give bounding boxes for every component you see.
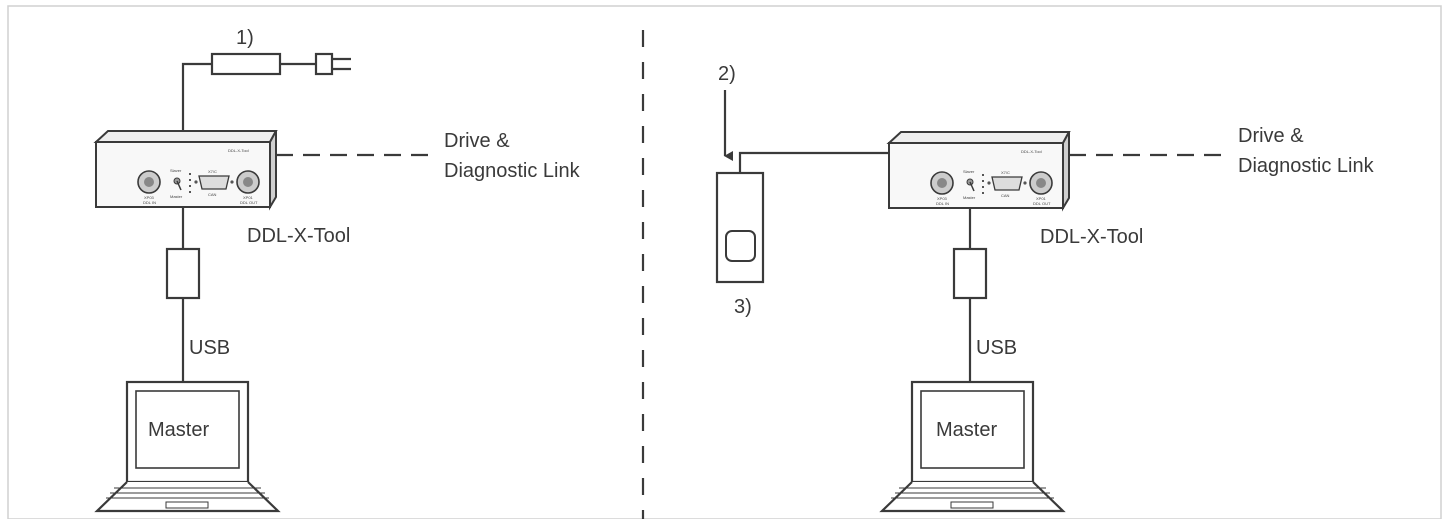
port-out-label1: XP01 — [243, 195, 254, 200]
usb-cable-right — [952, 208, 988, 382]
label-device: DDL-X-Tool — [247, 225, 350, 247]
connector-bottom-label-right: CAN — [1001, 193, 1010, 198]
led-indicators — [982, 174, 984, 194]
device-brand-text-right: DDL-X-Tool — [1021, 149, 1042, 154]
dongle-cable — [738, 151, 890, 173]
right-setup: 2) 3) DDL-X-Tool XP03 DDL IN Slaver — [715, 63, 1375, 513]
mode-switch-icon — [173, 177, 182, 191]
port-out-label1-right: XP01 — [1036, 196, 1047, 201]
ddl-x-tool-device-right: DDL-X-Tool XP03 DDL IN Slaver Master — [886, 131, 1071, 212]
label-device-right: DDL-X-Tool — [1040, 226, 1143, 248]
label-master: Master — [148, 419, 209, 441]
usb-adapter-right — [952, 247, 988, 300]
usb-cable — [165, 207, 201, 382]
laptop-screen — [135, 390, 240, 469]
label-power-supply: 1) — [236, 27, 254, 49]
laptop-icon — [94, 380, 281, 513]
port-ddl-out-icon — [1029, 171, 1053, 195]
usb-adapter — [165, 247, 201, 300]
sub-d-connector-icon — [194, 175, 234, 190]
switch-bottom-label-right: Master — [963, 195, 976, 200]
ddl-x-tool-device: DDL-X-Tool XP03 DDL IN Slaver Master — [93, 130, 278, 211]
label-arrow: 2) — [718, 63, 736, 85]
left-setup: 1) DDL-X-Tool XP03 DDL IN Slaver Master — [93, 27, 581, 513]
port-ddl-out-icon — [236, 170, 260, 194]
diagram-frame — [7, 5, 1442, 519]
connector-top-label-right: X7/C — [1001, 170, 1010, 175]
mode-switch-icon — [966, 178, 975, 192]
laptop-screen-right — [920, 390, 1025, 469]
label-link-line2-right: Diagnostic Link — [1238, 155, 1375, 177]
port-out-label2: DDL OUT — [240, 200, 258, 205]
power-supply: 1) — [181, 27, 351, 135]
port-ddl-in-icon — [930, 171, 954, 195]
label-link-line1-right: Drive & — [1238, 125, 1304, 147]
port-ddl-in-icon — [137, 170, 161, 194]
label-master-right: Master — [936, 419, 997, 441]
connector-bottom-label: CAN — [208, 192, 217, 197]
port-in-label2: DDL IN — [143, 200, 156, 205]
label-usb: USB — [189, 337, 230, 359]
label-link-line1: Drive & — [444, 130, 510, 152]
label-link-line2: Diagnostic Link — [444, 160, 581, 182]
power-adapter — [210, 52, 282, 76]
connector-top-label: X7/C — [208, 169, 217, 174]
led-indicators — [189, 173, 191, 193]
port-in-label2-right: DDL IN — [936, 201, 949, 206]
device-brand-text: DDL-X-Tool — [228, 148, 249, 153]
switch-bottom-label: Master — [170, 194, 183, 199]
label-usb-right: USB — [976, 337, 1017, 359]
switch-top-label: Slaver — [170, 168, 182, 173]
plug-icon — [314, 52, 351, 76]
laptop-icon — [879, 380, 1066, 513]
dongle-icon — [715, 171, 765, 284]
sub-d-connector-icon — [987, 176, 1027, 191]
port-in-label1: XP03 — [144, 195, 155, 200]
port-out-label2-right: DDL OUT — [1033, 201, 1051, 206]
switch-top-label-right: Slaver — [963, 169, 975, 174]
port-in-label1-right: XP03 — [937, 196, 948, 201]
label-dongle: 3) — [734, 296, 752, 318]
